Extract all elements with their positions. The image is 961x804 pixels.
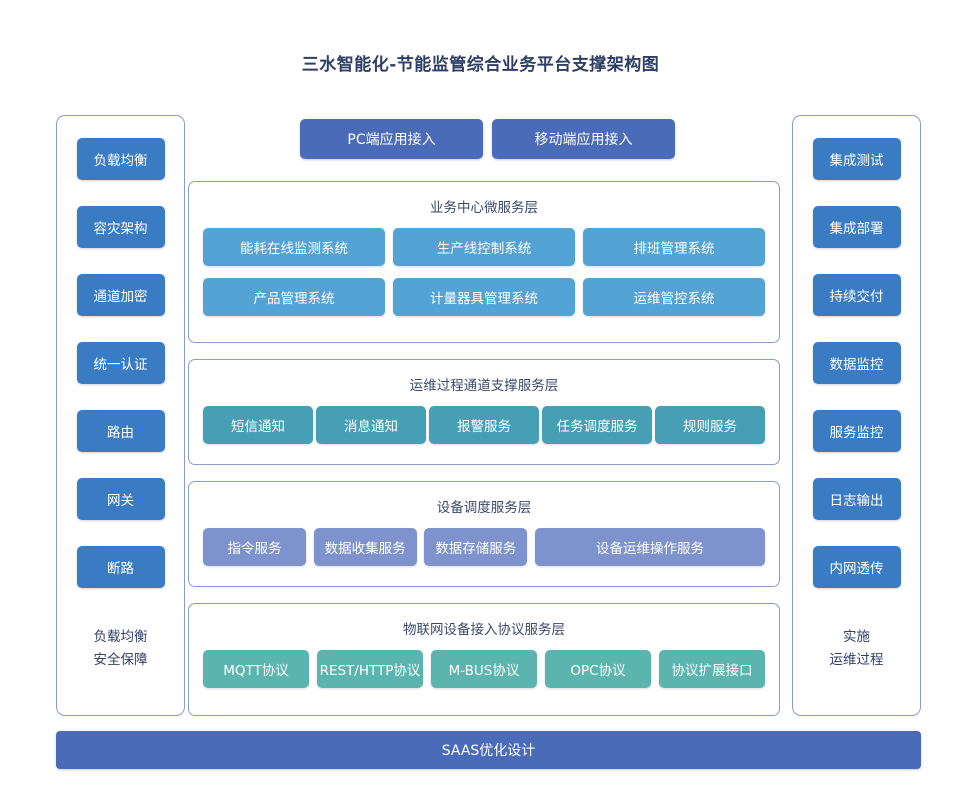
cell-product-management-system[interactable]: 产品管理系统	[203, 278, 385, 316]
cell-command-service[interactable]: 指令服务	[203, 528, 306, 566]
sidebar-item-channel-encryption[interactable]: 通道加密	[76, 274, 165, 316]
layer-ops-channel-support-row-1: 短信通知 消息通知 报警服务 任务调度服务 规则服务	[189, 406, 779, 456]
cell-sms-notification[interactable]: 短信通知	[203, 406, 313, 444]
sidebar-item-disaster-recovery[interactable]: 容灾架构	[76, 206, 165, 248]
sidebar-item-intranet-tunnel[interactable]: 内网透传	[812, 546, 901, 588]
top-access-row: PC端应用接入 移动端应用接入	[300, 119, 675, 159]
sidebar-item-unified-auth[interactable]: 统一认证	[76, 342, 165, 384]
sidebar-item-continuous-delivery[interactable]: 持续交付	[812, 274, 901, 316]
right-sidebar-footer-line2: 运维过程	[829, 652, 884, 668]
sidebar-item-log-output[interactable]: 日志输出	[812, 478, 901, 520]
cell-opc-protocol[interactable]: OPC协议	[545, 650, 651, 688]
cell-metering-device-management-system[interactable]: 计量器具管理系统	[393, 278, 575, 316]
left-sidebar-footer-line1: 负载均衡	[93, 629, 148, 645]
layer-iot-protocol-title: 物联网设备接入协议服务层	[403, 622, 565, 638]
right-sidebar-footer: 实施 运维过程	[830, 626, 884, 672]
cell-production-line-control-system[interactable]: 生产线控制系统	[393, 228, 575, 266]
cell-mqtt-protocol[interactable]: MQTT协议	[203, 650, 309, 688]
cell-protocol-extension-interface[interactable]: 协议扩展接口	[659, 650, 765, 688]
sidebar-item-data-monitoring[interactable]: 数据监控	[812, 342, 901, 384]
cell-message-notification[interactable]: 消息通知	[316, 406, 426, 444]
pc-access-button[interactable]: PC端应用接入	[300, 119, 483, 159]
cell-energy-monitoring-system[interactable]: 能耗在线监测系统	[203, 228, 385, 266]
sidebar-item-gateway[interactable]: 网关	[76, 478, 165, 520]
right-sidebar-footer-line1: 实施	[843, 629, 870, 645]
cell-shift-management-system[interactable]: 排班管理系统	[583, 228, 765, 266]
cell-rule-service[interactable]: 规则服务	[655, 406, 765, 444]
layer-device-scheduling-title: 设备调度服务层	[436, 500, 532, 516]
sidebar-item-integration-deploy[interactable]: 集成部署	[812, 206, 901, 248]
layer-ops-channel-support: 运维过程通道支撑服务层 短信通知 消息通知 报警服务 任务调度服务 规则服务	[188, 359, 780, 465]
cell-rest-http-protocol[interactable]: REST/HTTP协议	[317, 650, 423, 688]
right-sidebar-panel: 集成测试 集成部署 持续交付 数据监控 服务监控 日志输出 内网透传 实施 运维…	[792, 115, 921, 716]
layer-ops-channel-support-title: 运维过程通道支撑服务层	[409, 378, 559, 394]
sidebar-item-integration-test[interactable]: 集成测试	[812, 138, 901, 180]
sidebar-item-service-monitoring[interactable]: 服务监控	[812, 410, 901, 452]
cell-device-ops-operation-service[interactable]: 设备运维操作服务	[534, 528, 765, 566]
saas-optimization-bar[interactable]: SAAS优化设计	[56, 731, 921, 769]
cell-mbus-protocol[interactable]: M-BUS协议	[431, 650, 537, 688]
sidebar-item-load-balance[interactable]: 负载均衡	[76, 138, 165, 180]
layer-business-center-row-2: 产品管理系统 计量器具管理系统 运维管控系统	[189, 278, 779, 328]
cell-data-storage-service[interactable]: 数据存储服务	[424, 528, 528, 566]
left-sidebar-footer: 负载均衡 安全保障	[94, 626, 148, 672]
layer-device-scheduling-row-1: 指令服务 数据收集服务 数据存储服务 设备运维操作服务	[189, 528, 779, 578]
layer-device-scheduling: 设备调度服务层 指令服务 数据收集服务 数据存储服务 设备运维操作服务	[188, 481, 780, 587]
layer-business-center-title: 业务中心微服务层	[430, 200, 538, 216]
layer-business-center-row-1: 能耗在线监测系统 生产线控制系统 排班管理系统	[189, 228, 779, 278]
cell-data-collection-service[interactable]: 数据收集服务	[313, 528, 417, 566]
layer-iot-protocol: 物联网设备接入协议服务层 MQTT协议 REST/HTTP协议 M-BUS协议 …	[188, 603, 780, 716]
left-sidebar-footer-line2: 安全保障	[93, 652, 148, 668]
layer-business-center: 业务中心微服务层 能耗在线监测系统 生产线控制系统 排班管理系统 产品管理系统 …	[188, 181, 780, 343]
left-sidebar-panel: 负载均衡 容灾架构 通道加密 统一认证 路由 网关 断路 负载均衡 安全保障	[56, 115, 185, 716]
sidebar-item-routing[interactable]: 路由	[76, 410, 165, 452]
page-title: 三水智能化-节能监管综合业务平台支撑架构图	[301, 55, 660, 75]
cell-task-scheduling-service[interactable]: 任务调度服务	[542, 406, 652, 444]
layer-iot-protocol-row-1: MQTT协议 REST/HTTP协议 M-BUS协议 OPC协议 协议扩展接口	[189, 650, 779, 700]
cell-alarm-service[interactable]: 报警服务	[429, 406, 539, 444]
sidebar-item-circuit-breaker[interactable]: 断路	[76, 546, 165, 588]
mobile-access-button[interactable]: 移动端应用接入	[492, 119, 675, 159]
cell-operations-control-system[interactable]: 运维管控系统	[583, 278, 765, 316]
